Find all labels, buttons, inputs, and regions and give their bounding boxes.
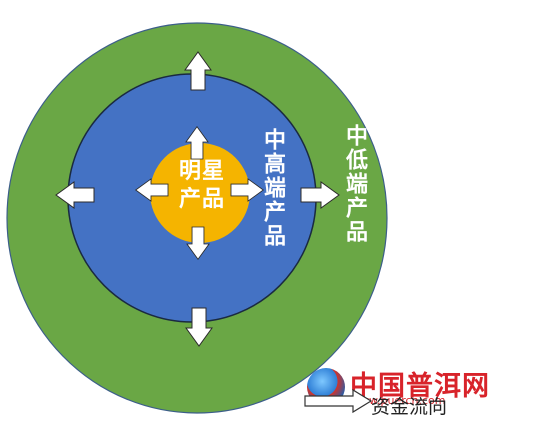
star-label-line2: 产品 — [178, 187, 225, 212]
star-label-line1: 明星 — [178, 159, 225, 184]
mid-low-product-label: 中低端产品 — [342, 124, 367, 244]
star-product-label: 明星 产品 — [162, 158, 242, 214]
site-watermark: 中国普洱网 www.puercn.com 资金流向 — [303, 362, 533, 422]
watermark-title: 中国普洱网 — [350, 371, 490, 402]
center-circle — [150, 143, 250, 243]
flow-arrow-icon — [304, 388, 373, 414]
watermark-url: www.puercn.com — [351, 394, 446, 407]
fund-flow-legend-label: 资金流向 — [371, 396, 448, 418]
mid-high-product-label: 中高端产品 — [260, 128, 285, 248]
